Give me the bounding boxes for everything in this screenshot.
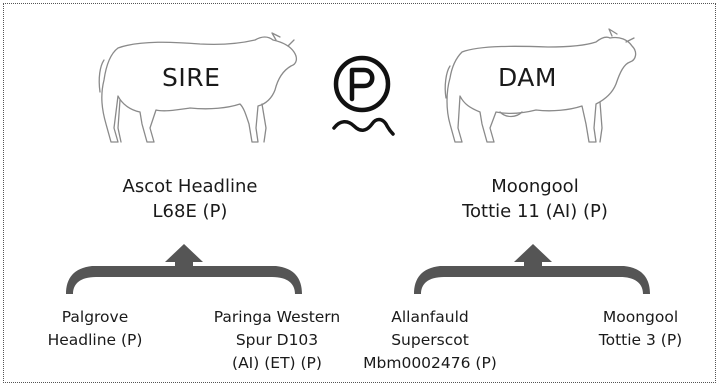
dam-father-line2: Superscot xyxy=(391,331,469,349)
sire-name: Ascot Headline L68E (P) xyxy=(40,174,340,224)
sire-name-line1: Ascot Headline xyxy=(122,176,258,197)
dam-label: DAM xyxy=(498,63,557,92)
sire-father: Palgrove Headline (P) xyxy=(20,306,170,352)
dam-father-line3: Mbm0002476 (P) xyxy=(363,354,497,372)
dam-father: Allanfauld Superscot Mbm0002476 (P) xyxy=(355,306,505,375)
sire-label: SIRE xyxy=(162,63,221,92)
dam-name: Moongool Tottie 11 (AI) (P) xyxy=(385,174,685,224)
dam-bracket xyxy=(414,244,650,294)
dam-mother-line2: Tottie 3 (P) xyxy=(598,331,683,349)
dam-name-line1: Moongool xyxy=(491,176,579,197)
dam-cow-icon xyxy=(444,28,637,143)
sire-mother-line1: Paringa Western xyxy=(213,308,341,326)
sire-name-line2: L68E (P) xyxy=(152,201,228,222)
dam-father-line1: Allanfauld xyxy=(391,308,469,326)
dam-mother-line1: Moongool xyxy=(602,308,679,326)
sire-father-line2: Headline (P) xyxy=(47,331,143,349)
sire-bracket xyxy=(66,244,302,294)
sire-mother-line2: Spur D103 xyxy=(235,331,319,349)
dam-name-line2: Tottie 11 (AI) (P) xyxy=(462,201,608,222)
polled-symbol-icon xyxy=(332,55,395,136)
diagram-frame xyxy=(3,3,716,383)
sire-bull-icon xyxy=(98,32,298,143)
dam-mother: Moongool Tottie 3 (P) xyxy=(578,306,703,352)
sire-father-line1: Palgrove xyxy=(61,308,129,326)
sire-mother: Paringa Western Spur D103 (AI) (ET) (P) xyxy=(192,306,362,375)
sire-mother-line3: (AI) (ET) (P) xyxy=(232,354,322,372)
